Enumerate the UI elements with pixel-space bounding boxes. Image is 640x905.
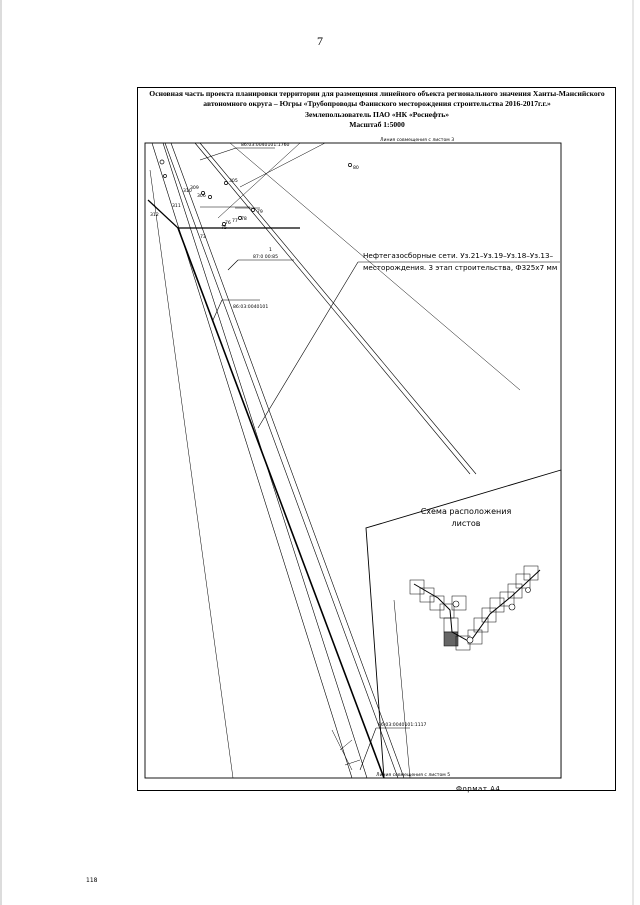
point-label: 73 [200,234,206,240]
parcel-small-label: 87:0 00:85 [253,254,278,260]
header-line-3: Землепользователь ПАО «НК «Роснефть» [304,109,450,119]
header-line-1: Основная часть проекта планировки террит… [149,89,605,98]
footer-number: 118 [86,877,98,884]
point-label: 309 [190,185,199,191]
format-label: Формат А4 [456,785,501,793]
drawing-header: Основная часть проекта планировки террит… [140,89,614,131]
corridor-lines [147,142,521,779]
top-combine-line: Линия совмещения с листом 3 [380,137,454,143]
point-label: 79 [257,209,263,215]
parcel-bottom-label: 86:03:0040101:1117 [378,722,427,728]
map-labels: 86:03:0040101:1760 Линия совмещения с ли… [150,137,454,778]
scan-left-edge [0,0,2,905]
point-label: 312 [150,212,159,218]
point-label: 310 [183,188,192,194]
pipeline-label-line-2: месторождения. 3 этап строительства, Ф32… [363,263,557,272]
parcel-mid-label: 86:03:0040101 [233,304,268,310]
point-label: 305 [229,178,238,184]
inset-cutout [365,469,562,779]
drawing-frame [137,87,616,791]
point-label: 311 [172,203,181,209]
page-number: 7 [317,34,323,48]
pipeline-label: Нефтегазосборные сети. Уз.21–Уз.19–Уз.18… [363,251,557,272]
scan-right-edge [632,0,634,905]
point-label: 76 [225,220,231,226]
leader-lines [199,147,560,771]
map-border [144,142,562,779]
pipeline-label-line-1: Нефтегазосборные сети. Уз.21–Уз.19–Уз.18… [363,251,554,260]
point-label: 77 [232,218,238,224]
survey-markers [159,159,352,226]
inset-title-line-2: листов [452,519,481,528]
point-label: 80 [353,165,359,171]
point-label: 75 [221,225,227,231]
header-line-2: автономного округа – Югры «Трубопроводы … [203,99,551,109]
parcel-top-label: 86:03:0040101:1760 [241,142,290,148]
point-label: 1 [269,247,272,253]
point-label: 78 [241,216,247,222]
inset-title-line-1: Схема расположения [421,507,512,516]
sheet-layout-inset: Схема расположения листов [409,507,541,651]
point-label: 306 [197,193,206,199]
header-scale: Масштаб 1:5000 [349,120,405,130]
bottom-combine-line: Линия совмещения с листом 5 [376,772,450,778]
